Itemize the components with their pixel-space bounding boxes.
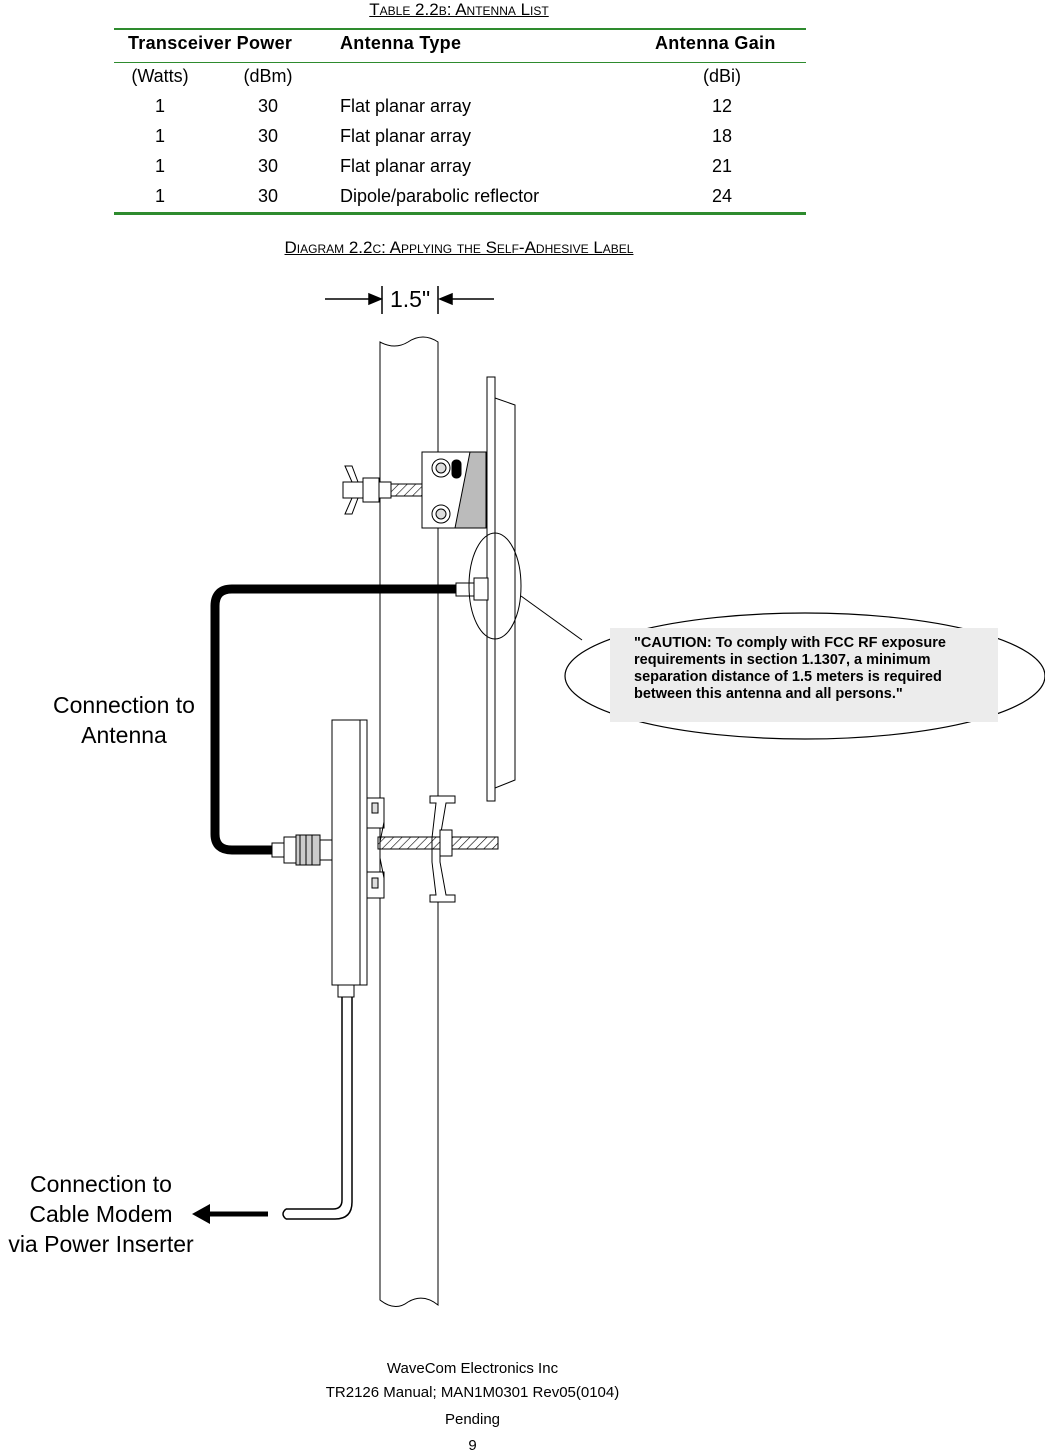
header-antenna-gain: Antenna Gain	[655, 33, 776, 53]
caution-text: "CAUTION: To comply with FCC RF exposure…	[634, 635, 946, 702]
lower-bracket	[366, 795, 499, 903]
cell-type: Flat planar array	[340, 126, 472, 146]
unit-dbm: (dBm)	[243, 66, 293, 86]
dimension-label: 1.5"	[390, 286, 431, 312]
cell-type: Flat planar array	[340, 96, 472, 116]
label-line: Connection to	[53, 692, 195, 718]
table-bottom-rule	[114, 212, 806, 215]
cell-watts: 1	[154, 126, 165, 146]
label-connection-modem: Connection to Cable Modem via Power Inse…	[0, 1169, 202, 1259]
transceiver-unit	[271, 719, 368, 998]
label-line: Antenna	[81, 722, 167, 748]
mounting-pole	[379, 336, 439, 1307]
flat-panel-antenna	[486, 376, 516, 802]
cell-gain: 18	[711, 126, 733, 146]
cell-dbm: 30	[257, 126, 279, 146]
label-line: Cable Modem	[29, 1201, 173, 1227]
footer-company: WaveCom Electronics Inc	[386, 1360, 559, 1377]
cell-type: Flat planar array	[340, 156, 472, 176]
table-title: Table 2.2b: Antenna List	[369, 0, 549, 19]
label-connection-antenna: Connection to Antenna	[24, 690, 224, 750]
label-line: via Power Inserter	[8, 1231, 194, 1257]
cell-dbm: 30	[257, 186, 279, 206]
label-line: Connection to	[30, 1171, 172, 1197]
cell-gain: 24	[711, 186, 733, 206]
upper-bracket	[342, 451, 487, 529]
page-number: 9	[468, 1437, 477, 1454]
header-transceiver-power: Transceiver Power	[128, 33, 293, 53]
dimension-marker	[325, 286, 494, 314]
cell-watts: 1	[154, 96, 165, 116]
cell-dbm: 30	[257, 156, 279, 176]
cell-dbm: 30	[257, 96, 279, 116]
unit-watts: (Watts)	[131, 66, 189, 86]
diagram-title: Diagram 2.2c: Applying the Self-Adhesive…	[284, 238, 634, 257]
callout-leader	[520, 595, 583, 641]
cell-watts: 1	[154, 186, 165, 206]
cell-gain: 21	[711, 156, 733, 176]
cell-gain: 12	[711, 96, 733, 116]
footer-manual: TR2126 Manual; MAN1M0301 Rev05(0104)	[325, 1384, 620, 1401]
connector-highlight	[468, 532, 522, 640]
header-antenna-type: Antenna Type	[340, 33, 462, 53]
modem-arrow	[192, 1204, 268, 1224]
footer-status: Pending	[444, 1411, 501, 1428]
unit-dbi: (dBi)	[702, 66, 741, 86]
caution-callout	[564, 612, 1045, 740]
modem-cable	[282, 997, 353, 1220]
table-top-rule	[114, 28, 806, 30]
cell-type: Dipole/parabolic reflector	[340, 186, 540, 206]
cell-watts: 1	[154, 156, 165, 176]
table-header-rule	[114, 62, 806, 63]
